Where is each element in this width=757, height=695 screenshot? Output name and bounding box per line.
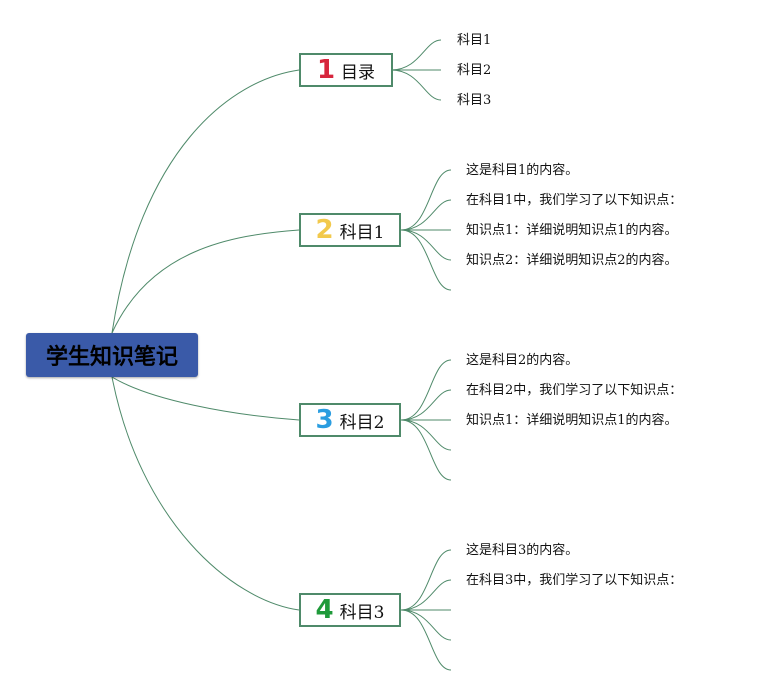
branch-node-subject1[interactable]: 2 科目1	[299, 213, 401, 247]
leaf-item[interactable]: 这是科目1的内容。	[466, 163, 579, 178]
leaf-item[interactable]: 这是科目3的内容。	[466, 543, 579, 558]
leaf-item[interactable]: 这是科目2的内容。	[466, 353, 579, 368]
leaf-item[interactable]: 知识点1：详细说明知识点1的内容。	[466, 223, 678, 238]
branch-label: 目录	[341, 62, 376, 83]
leaf-item[interactable]: 在科目3中，我们学习了以下知识点：	[466, 573, 683, 588]
number-three-icon: 3	[315, 405, 334, 435]
branch-label: 科目1	[339, 222, 385, 243]
branch-node-toc[interactable]: 1 目录	[299, 53, 393, 87]
root-title: 学生知识笔记	[45, 345, 178, 370]
number-one-icon: 1	[316, 55, 336, 85]
branch-node-subject3[interactable]: 4 科目3	[299, 593, 401, 627]
leaf-item[interactable]: 知识点2：详细说明知识点2的内容。	[466, 253, 678, 268]
branch-label: 科目2	[339, 412, 385, 433]
branch-node-subject2[interactable]: 3 科目2	[299, 403, 401, 437]
root-node[interactable]: 学生知识笔记	[26, 333, 198, 377]
leaf-item[interactable]: 在科目2中，我们学习了以下知识点：	[466, 383, 683, 398]
leaf-item[interactable]: 在科目1中，我们学习了以下知识点：	[466, 193, 683, 208]
number-two-icon: 2	[315, 215, 334, 245]
branch-label: 科目3	[339, 602, 385, 623]
leaf-item[interactable]: 科目1	[457, 33, 492, 48]
leaf-item[interactable]: 科目3	[457, 93, 492, 108]
leaf-item[interactable]: 知识点1：详细说明知识点1的内容。	[466, 413, 678, 428]
number-four-icon: 4	[315, 595, 334, 625]
leaf-item[interactable]: 科目2	[457, 63, 492, 78]
